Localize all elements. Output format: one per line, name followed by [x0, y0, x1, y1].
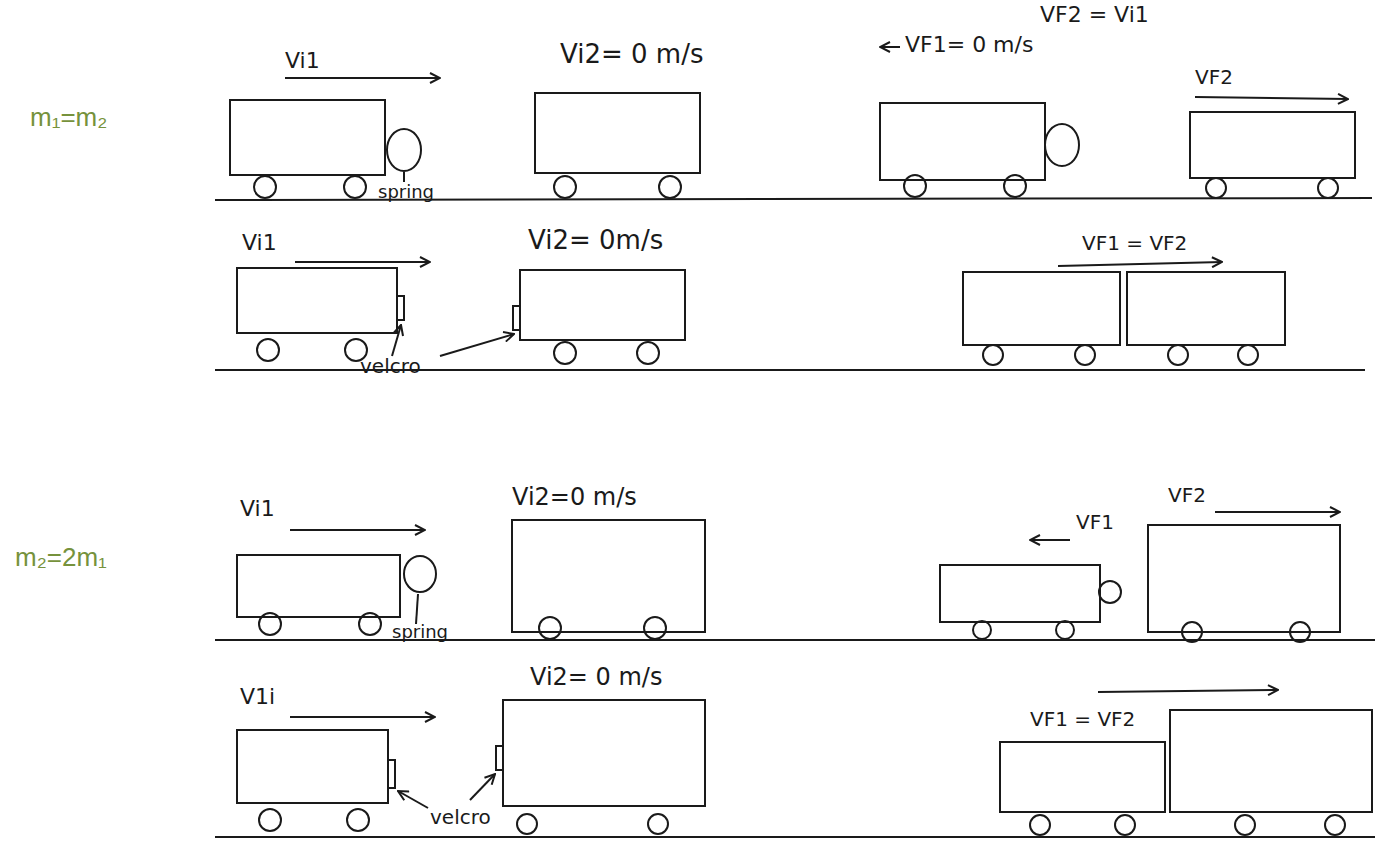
wheel — [1290, 622, 1310, 642]
velocity-label: Vi2= 0m/s — [528, 226, 663, 256]
leader-line — [416, 594, 418, 624]
part-label: velcro — [360, 355, 421, 378]
wheel — [539, 617, 561, 639]
wheel — [983, 345, 1003, 365]
wheel — [1235, 815, 1255, 835]
velocity-arrow — [1195, 97, 1348, 99]
leader-line — [470, 774, 495, 800]
part-label: spring — [392, 622, 448, 643]
velocity-label: VF1 = VF2 — [1030, 708, 1135, 731]
cart — [1127, 272, 1285, 345]
wheel — [1206, 178, 1226, 198]
mass-condition: m₁=m₂ — [30, 103, 107, 133]
velocity-label: Vi2=0 m/s — [512, 484, 637, 512]
velocity-label: Vi1 — [240, 496, 275, 521]
wheel — [1075, 345, 1095, 365]
velocity-label: VF2 = Vi1 — [1040, 2, 1149, 27]
wheel — [648, 814, 668, 834]
wheel — [554, 176, 576, 198]
velocity-arrow — [1030, 539, 1070, 541]
wheel — [517, 814, 537, 834]
wheel — [659, 176, 681, 198]
wheel — [973, 621, 991, 639]
spring-bumper — [404, 556, 436, 592]
ground-line — [215, 639, 1375, 641]
velocity-label: VF1= 0 m/s — [905, 32, 1033, 57]
velocity-label: VF1 = VF2 — [1082, 232, 1187, 255]
cart — [1000, 742, 1165, 812]
velocity-arrow — [1058, 262, 1222, 266]
wheel — [1318, 178, 1338, 198]
wheel — [644, 617, 666, 639]
cart — [503, 700, 705, 806]
leader-line — [392, 325, 401, 356]
spring-bumper — [1045, 124, 1079, 166]
velocity-label: VF1 — [1076, 511, 1114, 534]
wheel — [254, 176, 276, 198]
cart — [963, 272, 1120, 345]
wheel — [1030, 815, 1050, 835]
velocity-arrow — [290, 529, 425, 531]
cart — [237, 268, 397, 333]
velocity-arrow — [285, 77, 440, 79]
cart — [940, 565, 1100, 622]
wheel — [1056, 621, 1074, 639]
leader-line — [440, 334, 514, 356]
mass-condition: m₂=2m₁ — [15, 543, 107, 573]
wheel — [257, 339, 279, 361]
part-label: spring — [378, 182, 434, 203]
wheel — [554, 342, 576, 364]
wheel — [1325, 815, 1345, 835]
velocity-arrow — [1098, 690, 1278, 692]
velcro-patch — [388, 760, 395, 788]
ground-line — [215, 836, 1375, 838]
cart — [1148, 525, 1340, 632]
spring-bumper — [1099, 581, 1121, 603]
velocity-arrow — [295, 261, 430, 263]
cart — [880, 103, 1045, 180]
velocity-arrow — [880, 46, 900, 48]
spring-bumper — [387, 129, 421, 171]
cart — [1190, 112, 1355, 178]
wheel — [1115, 815, 1135, 835]
leader-line — [398, 791, 428, 808]
wheel — [1182, 622, 1202, 642]
wheel — [259, 613, 281, 635]
wheel — [1004, 175, 1026, 197]
cart — [237, 730, 388, 803]
cart — [520, 270, 685, 340]
wheel — [1168, 345, 1188, 365]
wheel — [347, 809, 369, 831]
part-label: velcro — [430, 806, 491, 829]
velocity-label: VF2 — [1195, 66, 1233, 89]
wheel — [259, 809, 281, 831]
wheel — [359, 613, 381, 635]
cart — [1170, 710, 1372, 812]
wheel — [904, 175, 926, 197]
wheel — [1238, 345, 1258, 365]
velocity-label: Vi2= 0 m/s — [560, 40, 703, 70]
cart — [512, 520, 705, 632]
velocity-label: Vi1 — [285, 48, 320, 73]
velcro-patch — [397, 296, 404, 320]
velocity-label: VF2 — [1168, 484, 1206, 507]
velcro-patch — [513, 306, 520, 330]
cart — [237, 555, 400, 617]
velocity-arrow — [1215, 511, 1340, 513]
wheel — [637, 342, 659, 364]
wheel — [344, 176, 366, 198]
velocity-label: Vi1 — [242, 230, 277, 255]
velocity-label: Vi2= 0 m/s — [530, 664, 662, 692]
velocity-label: V1i — [240, 684, 275, 709]
cart — [535, 93, 700, 173]
velocity-arrow — [290, 716, 435, 718]
leader-line — [403, 172, 405, 182]
cart — [230, 100, 385, 175]
velcro-patch — [496, 746, 503, 770]
